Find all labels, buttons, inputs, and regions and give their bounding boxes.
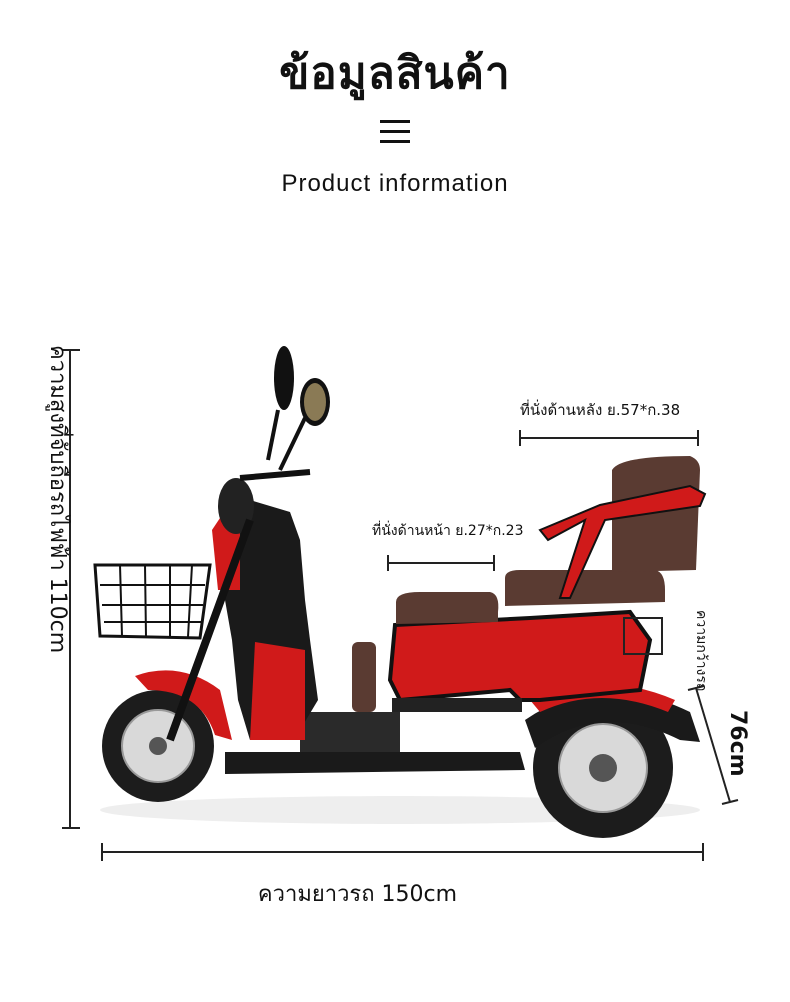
length-dimension-line bbox=[101, 843, 704, 861]
length-label: ความยาวรถ 150cm bbox=[257, 882, 458, 907]
width-value: 76cm bbox=[725, 710, 750, 777]
rear-seat-dimension-line bbox=[519, 430, 699, 446]
page-title-thai: ข้อมูลสินค้า bbox=[279, 48, 511, 99]
height-dimension-line bbox=[62, 349, 80, 829]
rear-seat-label: ที่นั่งด้านหลัง ย.57*ก.38 bbox=[520, 401, 681, 419]
front-seat-dimension-line bbox=[387, 555, 495, 571]
width-dimension-line bbox=[687, 685, 739, 805]
width-label: ความกว้างรถ bbox=[693, 610, 709, 692]
front-wheel bbox=[102, 690, 214, 802]
height-label: ความสูงที่จับถือรถไฟฟ้า 110cm bbox=[45, 345, 70, 654]
hamburger-icon bbox=[380, 120, 410, 146]
rear-wheel bbox=[533, 698, 673, 838]
front-seat-label: ที่นั่งด้านหน้า ย.27*ก.23 bbox=[372, 523, 524, 539]
page-title-english: Product information bbox=[281, 170, 509, 197]
